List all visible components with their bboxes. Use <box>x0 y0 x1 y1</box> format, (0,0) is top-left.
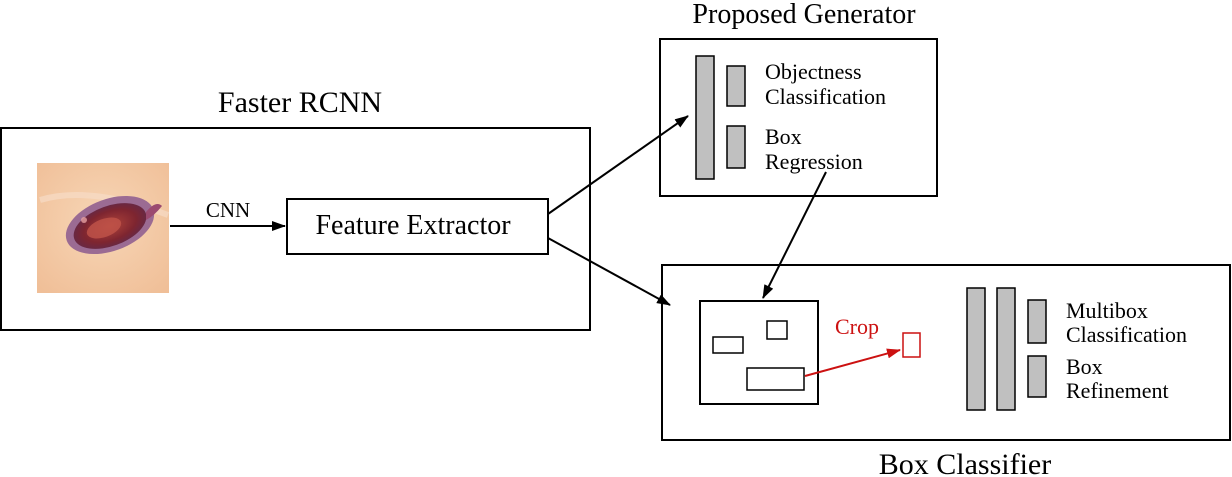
box-classifier-box <box>661 264 1231 441</box>
box-classifier-title: Box Classifier <box>879 448 1052 477</box>
box-regression-label-line2: Regression <box>765 149 863 174</box>
classifier-layer-2 <box>996 287 1016 411</box>
arrow-proposals-to-feature-map <box>762 171 827 299</box>
box-regression-label-line1: Box <box>765 124 802 149</box>
refinement-label-line1: Box <box>1066 354 1103 379</box>
arrow-to-proposal-generator <box>547 115 689 215</box>
arrow-to-box-classifier <box>547 237 671 306</box>
cnn-label: CNN <box>206 198 250 222</box>
box-regression-layer <box>726 125 746 169</box>
proposal-box <box>746 367 805 391</box>
faster-rcnn-title: Faster RCNN <box>218 86 382 119</box>
crop-label: Crop <box>835 314 879 339</box>
multibox-label-line1: Multibox <box>1066 298 1148 323</box>
classifier-layer-1 <box>966 287 986 411</box>
proposal-generator-box <box>659 38 938 197</box>
objectness-label-line2: Classification <box>765 84 886 109</box>
faster-rcnn-box <box>0 127 591 331</box>
proposal-generator-title: Proposed Generator <box>692 0 916 30</box>
feature-extractor-box <box>286 198 549 255</box>
skin-lesion-image <box>37 163 170 293</box>
proposal-box <box>766 320 788 340</box>
multibox-layer <box>1027 299 1047 344</box>
crop-arrow <box>804 348 901 377</box>
multibox-label-line2: Classification <box>1066 322 1187 347</box>
refinement-label-line2: Refinement <box>1066 378 1169 403</box>
proposal-box <box>712 336 744 354</box>
objectness-layer <box>726 65 746 107</box>
box-refinement-layer <box>1027 355 1047 398</box>
cropped-region <box>902 332 921 358</box>
objectness-label-line1: Objectness <box>765 59 862 84</box>
feature-extractor-label: Feature Extractor <box>315 210 511 241</box>
proposal-feature-layer <box>695 55 715 180</box>
